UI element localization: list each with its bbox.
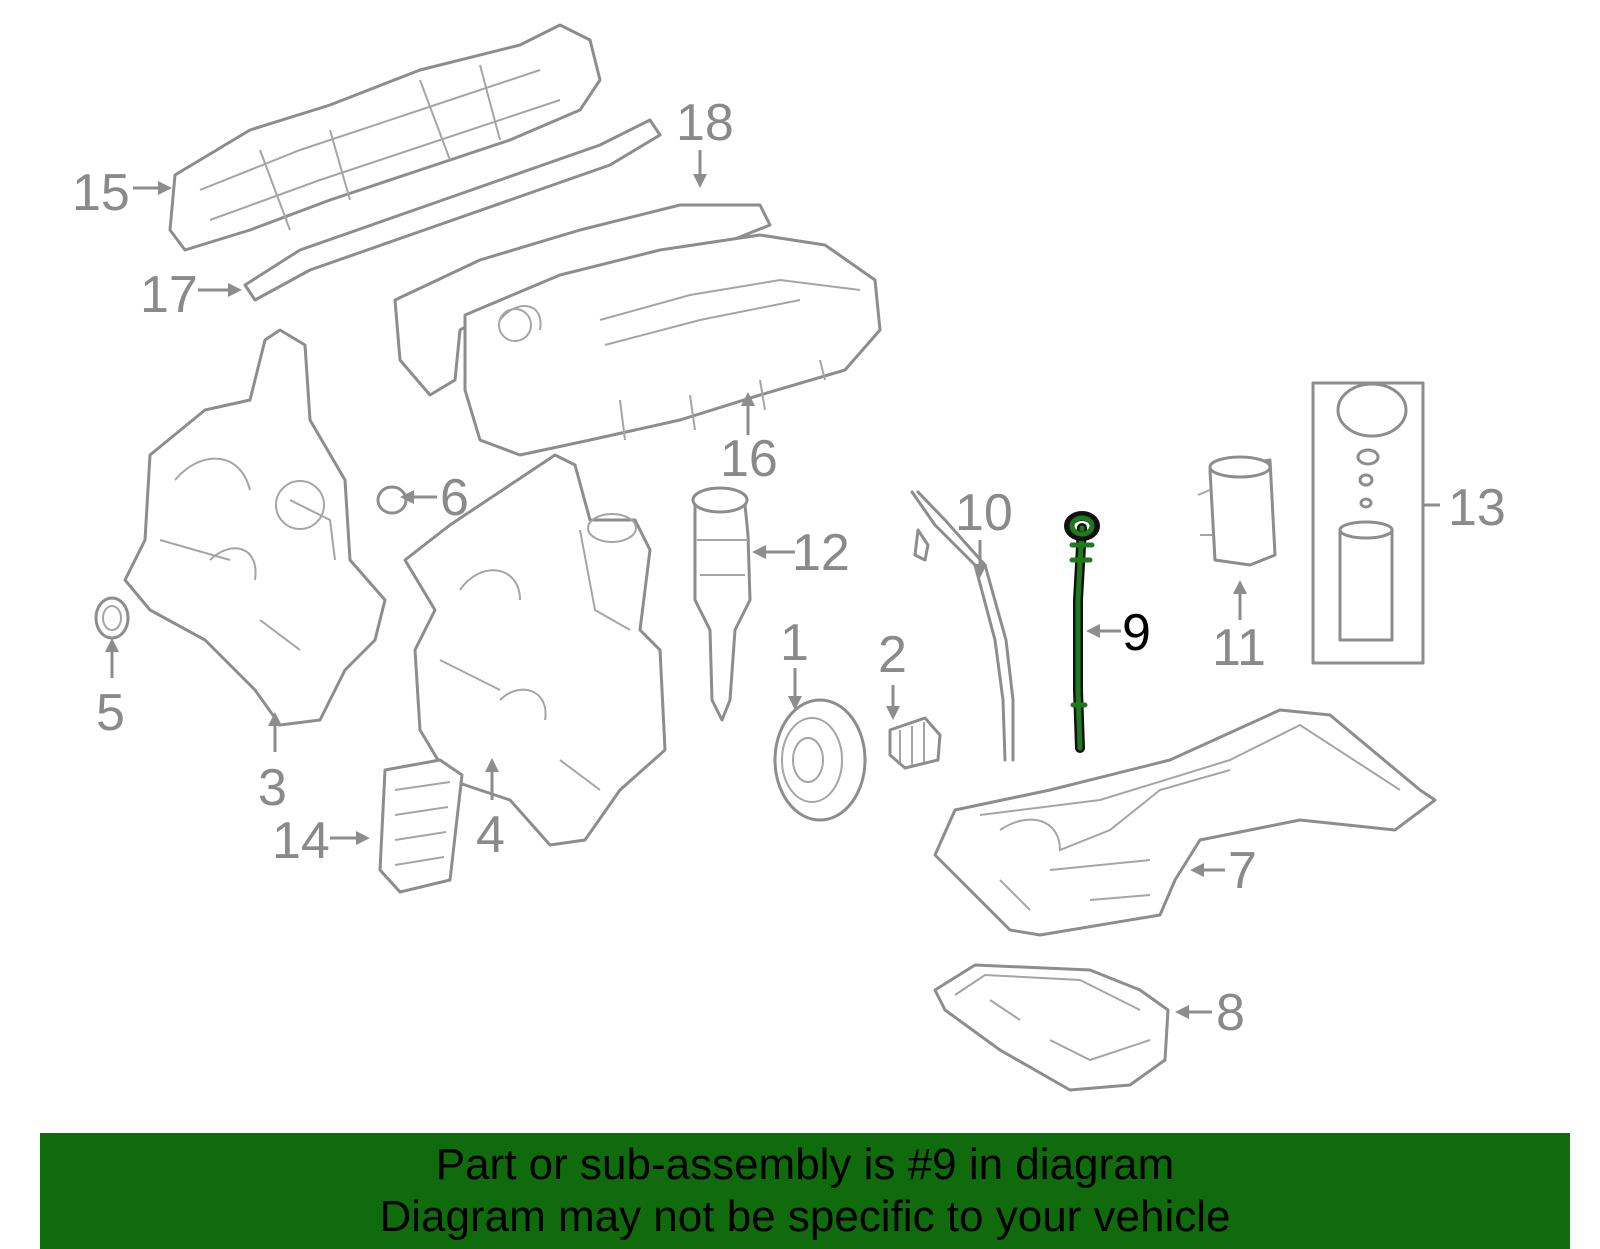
banner-line-disclaimer: Diagram may not be specific to your vehi… xyxy=(379,1192,1231,1241)
part-13-filter-kit[interactable] xyxy=(1311,381,1425,665)
callout-10: 10 xyxy=(955,484,1013,542)
part-9-dipstick[interactable] xyxy=(1064,511,1100,753)
parts-diagram: 15 17 18 16 6 5 3 14 4 12 1 2 10 9 11 13… xyxy=(72,23,1506,1092)
info-banner: Part or sub-assembly is #9 in diagram Di… xyxy=(40,1133,1570,1249)
part-8-lower-oil-pan[interactable] xyxy=(933,963,1170,1092)
callout-1: 1 xyxy=(780,614,809,672)
callout-9: 9 xyxy=(1122,604,1151,662)
callout-4: 4 xyxy=(476,806,505,864)
callout-11: 11 xyxy=(1212,619,1266,677)
part-6-plug[interactable] xyxy=(376,485,408,515)
part-7-upper-oil-pan[interactable] xyxy=(933,708,1437,937)
part-4-front-cover[interactable] xyxy=(403,453,667,847)
callout-7: 7 xyxy=(1228,842,1257,900)
leader-lines xyxy=(105,150,1440,1019)
part-10-dipstick-tube[interactable] xyxy=(910,490,1015,762)
part-15-engine-cover[interactable] xyxy=(168,23,602,252)
part-3-timing-cover[interactable] xyxy=(123,328,387,727)
part-14-oil-cooler[interactable] xyxy=(378,758,464,894)
callout-8: 8 xyxy=(1216,984,1245,1042)
banner-line-part: Part or sub-assembly is #9 in diagram xyxy=(435,1140,1175,1189)
part-5-seal[interactable] xyxy=(94,596,130,640)
callout-18: 18 xyxy=(676,94,734,152)
callout-14: 14 xyxy=(272,812,330,870)
part-1-pulley[interactable] xyxy=(773,698,867,822)
callout-17: 17 xyxy=(140,266,198,324)
part-12-filter-housing[interactable] xyxy=(691,486,752,722)
callout-12: 12 xyxy=(792,524,850,582)
callout-labels: 15 17 18 16 6 5 3 14 4 12 1 2 10 9 11 13… xyxy=(72,94,1506,1042)
callout-3: 3 xyxy=(258,759,287,817)
part-17-cover-gasket[interactable] xyxy=(243,118,662,302)
part-11-filter-housing[interactable] xyxy=(1197,455,1277,567)
callout-13: 13 xyxy=(1448,479,1506,537)
callout-2: 2 xyxy=(878,626,907,684)
callout-16: 16 xyxy=(720,430,778,488)
part-16-cylinder-head[interactable] xyxy=(463,233,882,457)
callout-5: 5 xyxy=(96,684,125,742)
part-2-tensioner[interactable] xyxy=(888,716,942,770)
callout-15: 15 xyxy=(72,164,130,222)
callout-6: 6 xyxy=(440,469,469,527)
